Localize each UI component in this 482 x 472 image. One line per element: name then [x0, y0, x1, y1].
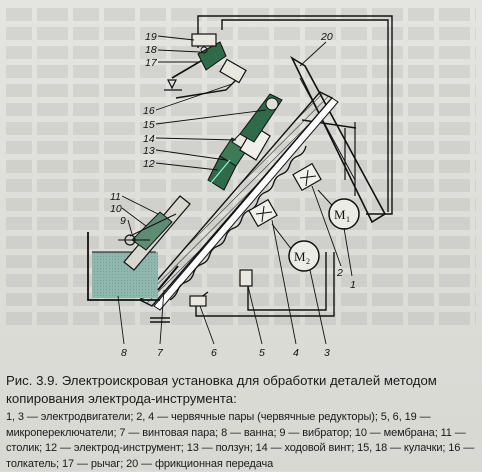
label-18: 18: [145, 44, 157, 56]
motor-m2-letter: M: [294, 249, 306, 264]
screw-pair-7: [150, 265, 179, 323]
label-13: 13: [143, 145, 155, 157]
label-15: 15: [143, 119, 155, 131]
wiring: [195, 15, 393, 317]
motor-m2-sub: 2: [306, 257, 310, 266]
inclined-guide: [138, 91, 339, 311]
number-labels: 19 18 17 16 15 14 13 12 11 10 9 20 1 2 3…: [110, 31, 356, 359]
label-19: 19: [145, 31, 157, 43]
label-1: 1: [350, 279, 356, 291]
bath-8: [87, 232, 160, 301]
label-7: 7: [157, 347, 164, 359]
label-8: 8: [121, 347, 127, 359]
label-12: 12: [143, 158, 155, 170]
label-9: 9: [120, 215, 126, 227]
worm-pair-4: [248, 198, 293, 251]
motor-m1-sub: 1: [346, 215, 350, 224]
caption-title: Рис. 3.9. Электроискровая установка для …: [6, 373, 437, 406]
label-3: 3: [324, 347, 330, 359]
worm-pair-2: [292, 162, 341, 215]
cam-15: [239, 93, 283, 143]
vibrator-9: [118, 234, 150, 246]
figure-caption: Рис. 3.9. Электроискровая установка для …: [6, 372, 476, 472]
caption-legend: 1, 3 — электродвигатели; 2, 4 — червячны…: [6, 411, 475, 470]
lever-17: [164, 57, 207, 91]
pusher-16: [175, 58, 247, 99]
installation-diagram: M 1 M 2: [87, 15, 393, 359]
motor-m2: M 2: [288, 240, 320, 272]
label-20: 20: [320, 31, 333, 43]
motor-m1-letter: M: [334, 207, 346, 222]
label-6: 6: [211, 347, 217, 359]
microswitch-5: [239, 269, 253, 287]
label-11: 11: [110, 191, 121, 203]
label-4: 4: [293, 347, 299, 359]
lead-screw-14: [169, 145, 307, 301]
label-2: 2: [336, 267, 343, 279]
label-10: 10: [110, 203, 122, 215]
label-16: 16: [143, 105, 155, 117]
label-17: 17: [145, 57, 158, 69]
label-14: 14: [143, 133, 155, 145]
label-5: 5: [259, 347, 265, 359]
motor-m1: M 1: [328, 198, 360, 230]
callouts: [117, 35, 353, 345]
microswitch-6: [189, 295, 207, 307]
